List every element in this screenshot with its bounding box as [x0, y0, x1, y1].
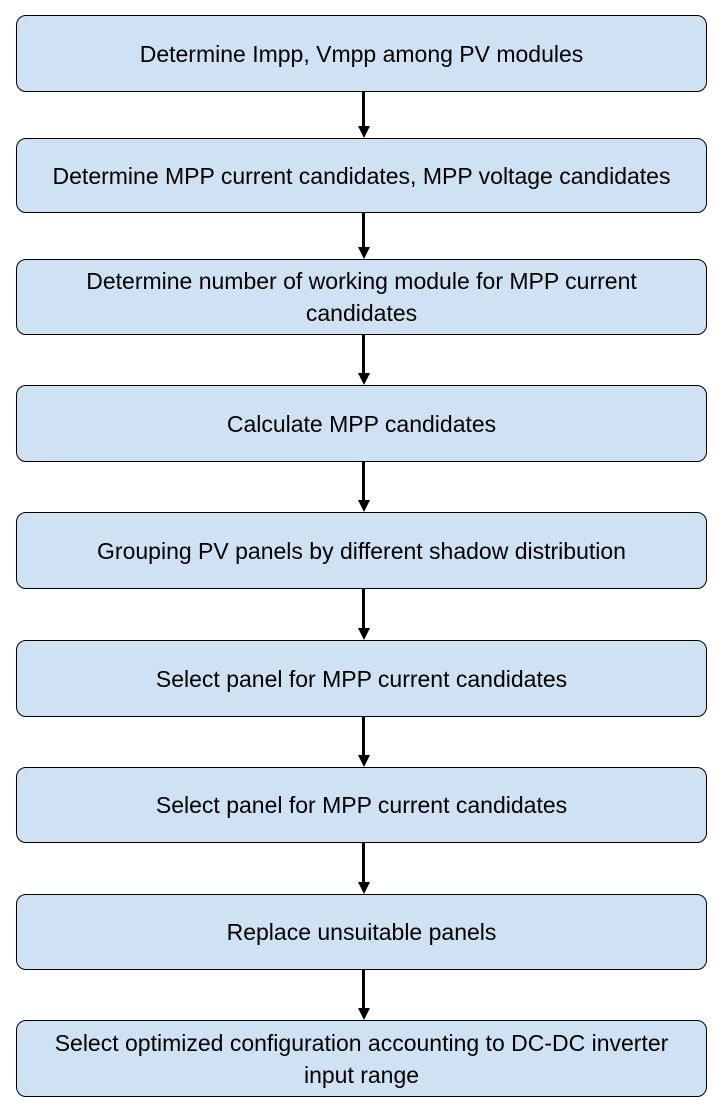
- step-grouping-pv-panels: Grouping PV panels by different shadow d…: [16, 512, 707, 589]
- arrow-line: [362, 335, 365, 375]
- step-select-panel-current-candidates: Select panel for MPP current candidates: [16, 640, 707, 717]
- step-label: Replace unsuitable panels: [226, 919, 497, 945]
- step-select-optimized-configuration: Select optimized configuration accountin…: [16, 1020, 707, 1097]
- step-number-of-working-modules: Determine number of working module for M…: [16, 259, 707, 335]
- step-replace-unsuitable-panels: Replace unsuitable panels: [16, 894, 707, 970]
- step-label: Determine number of working module for M…: [86, 268, 637, 326]
- arrow-line: [362, 92, 365, 128]
- arrow-head-icon: [357, 1008, 370, 1020]
- step-calculate-mpp-candidates: Calculate MPP candidates: [16, 385, 707, 462]
- step-mpp-current-voltage-candidates: Determine MPP current candidates, MPP vo…: [16, 138, 707, 213]
- step-label: Select optimized configuration accountin…: [54, 1029, 669, 1088]
- step-label: Select panel for MPP current candidates: [155, 665, 568, 692]
- arrow-head-icon: [357, 247, 370, 259]
- arrow-line: [362, 843, 365, 884]
- arrow-line: [362, 213, 365, 249]
- step-determine-impp-vmpp: Determine Impp, Vmpp among PV modules: [16, 15, 707, 92]
- arrow-head-icon: [357, 500, 370, 512]
- arrow-head-icon: [357, 755, 370, 767]
- arrow-line: [362, 970, 365, 1010]
- arrow-head-icon: [357, 126, 370, 138]
- step-label: Calculate MPP candidates: [226, 410, 497, 437]
- step-label: Select panel for MPP current candidates: [155, 792, 568, 818]
- step-label: Grouping PV panels by different shadow d…: [97, 537, 626, 564]
- step-label: Determine Impp, Vmpp among PV modules: [139, 40, 584, 67]
- arrow-head-icon: [357, 882, 370, 894]
- arrow-line: [362, 462, 365, 502]
- arrow-line: [362, 717, 365, 757]
- step-label: Determine MPP current candidates, MPP vo…: [52, 162, 671, 189]
- arrow-head-icon: [357, 373, 370, 385]
- arrow-head-icon: [357, 628, 370, 640]
- arrow-line: [362, 589, 365, 630]
- step-select-panel-current-candidates-2: Select panel for MPP current candidates: [16, 767, 707, 843]
